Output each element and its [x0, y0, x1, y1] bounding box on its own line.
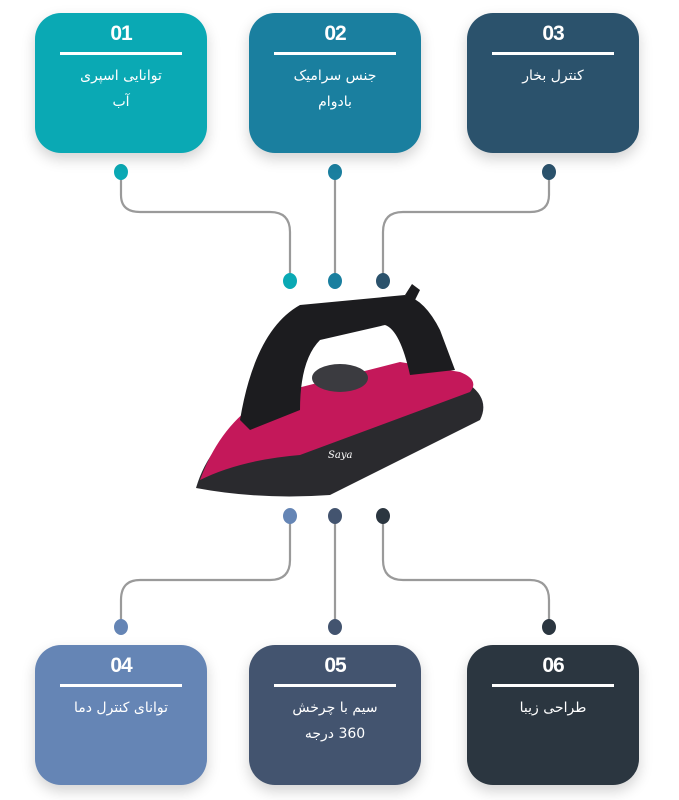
feature-number: 05 [324, 654, 346, 677]
feature-card-04: 04 توانای کنترل دما [35, 645, 207, 785]
divider [274, 52, 396, 55]
connector-dots [114, 164, 556, 635]
feature-card-02: 02 جنس سرامیک بادوام [249, 13, 421, 153]
feature-number: 01 [110, 22, 132, 45]
feature-card-05: 05 سیم با چرخش 360 درجه [249, 645, 421, 785]
feature-number: 06 [542, 654, 564, 677]
feature-card-01: 01 توانایی اسپری آب [35, 13, 207, 153]
divider [274, 684, 396, 687]
feature-number: 02 [324, 22, 346, 45]
divider [60, 684, 182, 687]
feature-card-06: 06 طراحی زیبا [467, 645, 639, 785]
feature-label: توانایی اسپری آب [80, 68, 162, 110]
steam-iron-image: Saya [196, 284, 484, 497]
feature-number: 04 [110, 654, 132, 677]
feature-label: طراحی زیبا [519, 700, 587, 716]
brand-logo: Saya [328, 450, 352, 461]
divider [492, 684, 614, 687]
feature-card-03: 03 کنترل بخار [467, 13, 639, 153]
feature-label: کنترل بخار [522, 68, 584, 84]
divider [60, 52, 182, 55]
feature-label: توانای کنترل دما [73, 700, 169, 716]
feature-label: سیم با چرخش 360 درجه [292, 700, 378, 742]
divider [492, 52, 614, 55]
feature-label: جنس سرامیک بادوام [293, 68, 377, 110]
feature-number: 03 [542, 22, 564, 45]
